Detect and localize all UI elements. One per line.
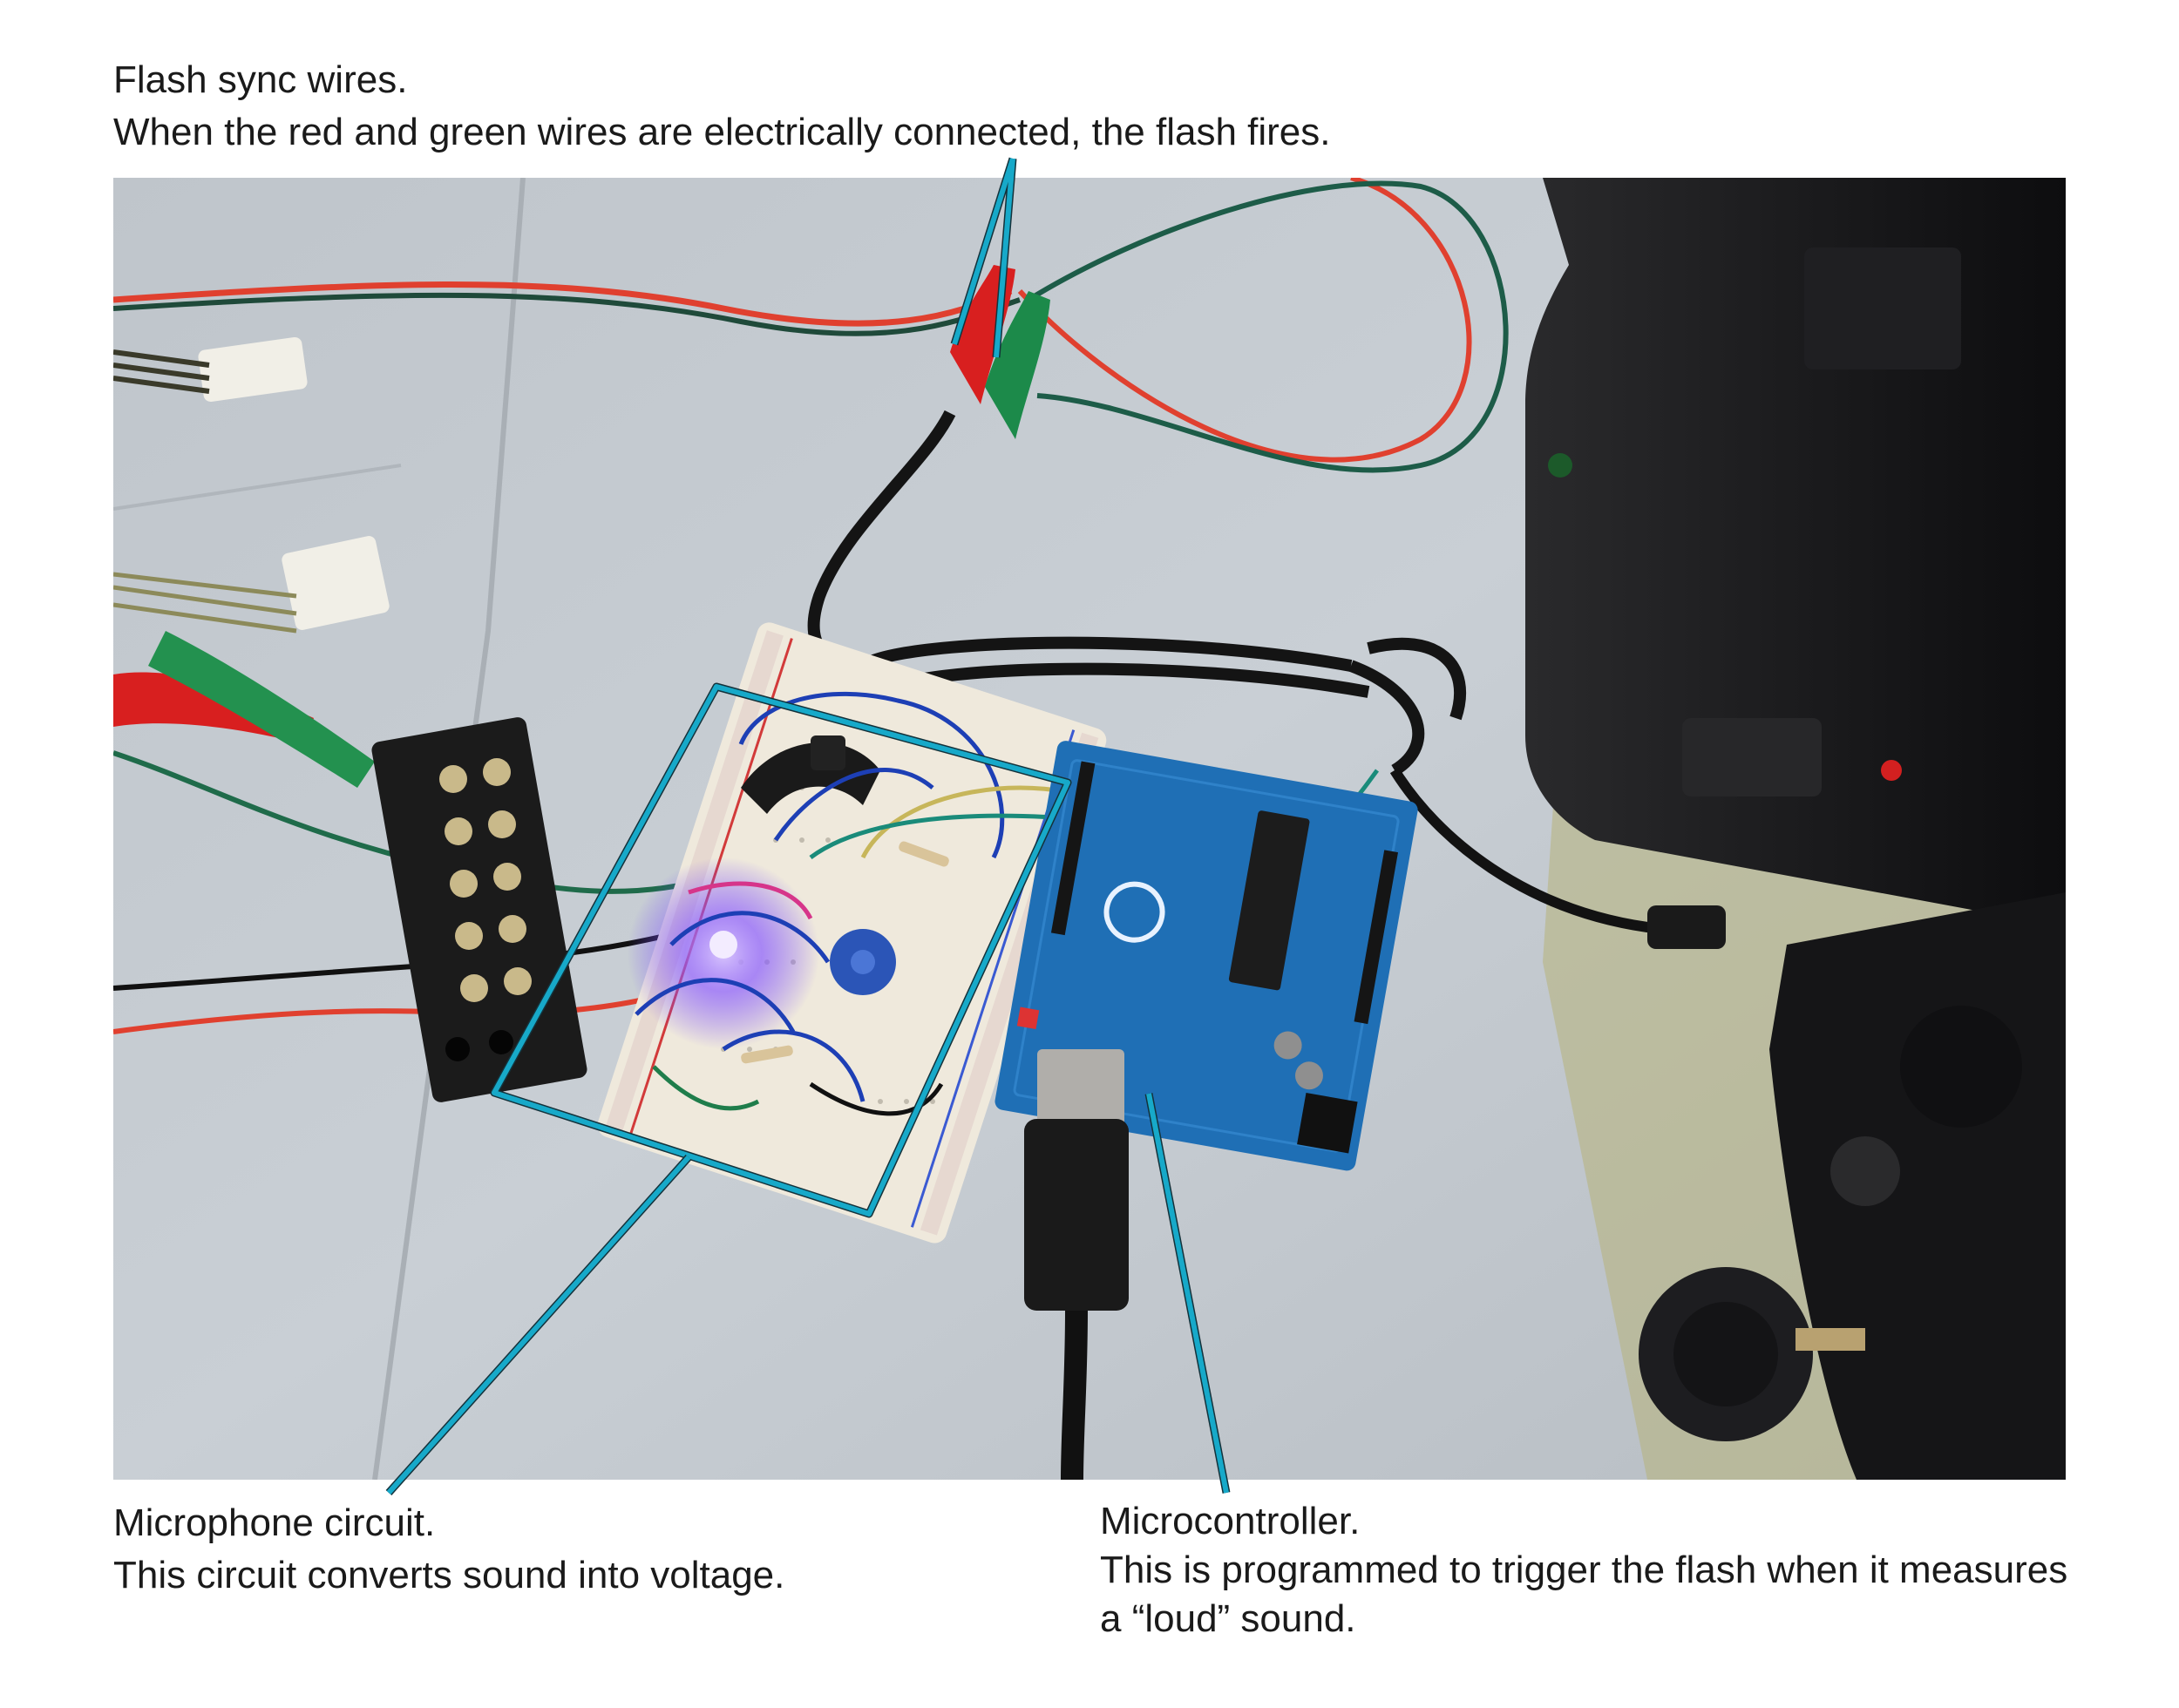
- usb-plug: [1024, 1119, 1129, 1311]
- table-seam: [113, 464, 402, 511]
- capacitor: [811, 735, 845, 770]
- header-strip: [1354, 850, 1399, 1025]
- flash-sync-title: Flash sync wires.: [113, 58, 408, 101]
- microcontroller-title: Microcontroller.: [1100, 1500, 1361, 1542]
- flash-sync-caption: Flash sync wires. When the red and green…: [113, 54, 1331, 159]
- molex-connector: [282, 536, 390, 630]
- molex-connector: [198, 336, 308, 403]
- green-wire-loop: [1027, 180, 1509, 473]
- green-alligator-clip-left: [148, 631, 375, 788]
- tripod-screw: [1900, 1006, 2022, 1128]
- power-jack: [1297, 1092, 1358, 1154]
- microcontroller-body-line1: This is programmed to trigger the flash …: [1100, 1549, 2068, 1591]
- camera: [1525, 178, 2066, 1480]
- green-alligator-clip: [985, 291, 1050, 439]
- red-wire: [113, 281, 1013, 327]
- arduino-logo: [1103, 881, 1165, 943]
- microcontroller-body-line2: a “loud” sound.: [1100, 1597, 1356, 1640]
- red-wire-loop: [1017, 178, 1472, 463]
- usb-cable: [1061, 1310, 1088, 1480]
- atmega-chip: [1228, 810, 1310, 991]
- microphone-title: Microphone circuit.: [113, 1501, 436, 1544]
- camera-led: [1548, 453, 1572, 478]
- cable-plug: [1647, 905, 1726, 949]
- microphone-caption: Microphone circuit. This circuit convert…: [113, 1497, 784, 1602]
- red-indicator: [1881, 760, 1902, 781]
- dark-green-wire: [113, 292, 1021, 336]
- camera-cable: [1389, 767, 1717, 932]
- reset-button: [1016, 1006, 1040, 1030]
- flash-sync-body: When the red and green wires are electri…: [113, 111, 1331, 153]
- microcontroller-caption: Microcontroller. This is programmed to t…: [1100, 1497, 2067, 1644]
- microphone-body: This circuit converts sound into voltage…: [113, 1554, 785, 1596]
- circuit-photo: [113, 178, 2066, 1480]
- led: [709, 931, 737, 959]
